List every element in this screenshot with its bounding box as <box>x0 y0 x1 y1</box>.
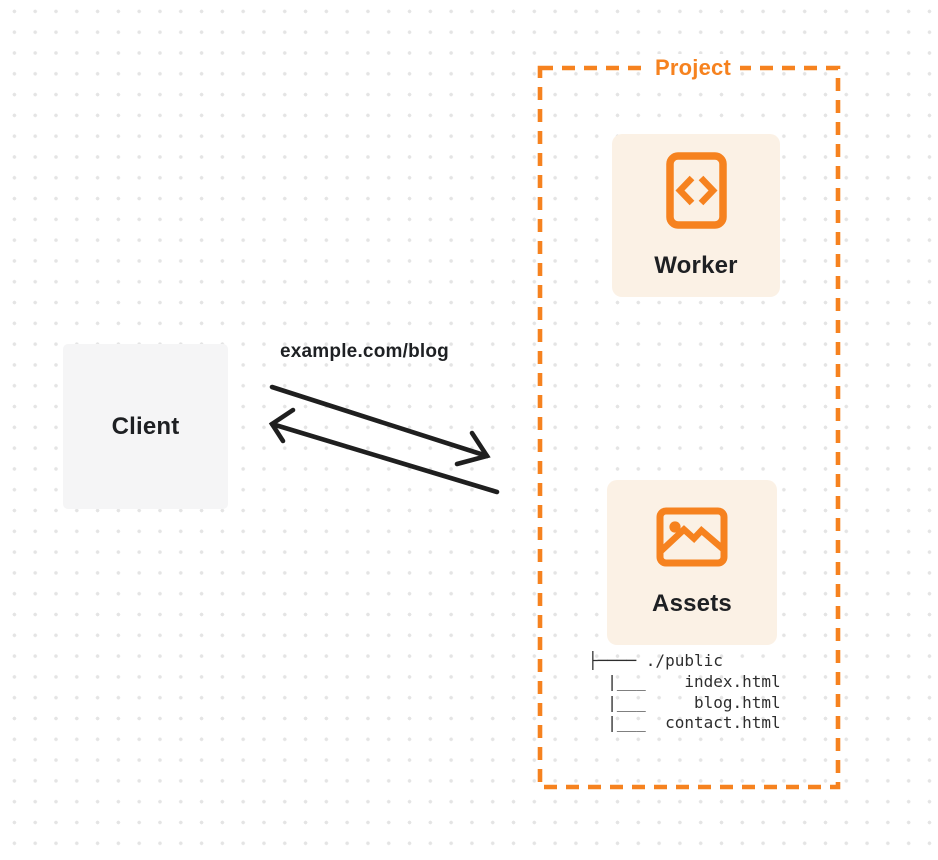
image-icon <box>656 507 728 567</box>
request-url-label: example.com/blog <box>280 341 449 362</box>
file-tree: ├──── ./public |___ index.html |___ blog… <box>588 651 781 734</box>
tree-line-blog: |___ blog.html <box>588 692 781 712</box>
project-boundary-border <box>537 65 841 790</box>
worker-card: Worker <box>612 134 780 297</box>
project-label: Project <box>646 54 740 82</box>
client-label: Client <box>111 412 180 440</box>
tree-line-public: ├──── ./public <box>588 651 723 670</box>
worker-label: Worker <box>654 251 738 279</box>
tree-line-contact: |___ contact.html <box>588 713 781 733</box>
response-arrow-line <box>269 421 500 495</box>
code-document-icon <box>665 151 727 229</box>
assets-card: Assets <box>607 480 777 645</box>
response-arrowhead-icon <box>268 407 296 444</box>
assets-label: Assets <box>652 590 732 617</box>
request-arrow-line <box>269 384 490 459</box>
client-box: Client <box>63 344 228 509</box>
request-arrowhead-icon <box>454 430 491 467</box>
tree-line-index: |___ index.html <box>588 671 781 691</box>
